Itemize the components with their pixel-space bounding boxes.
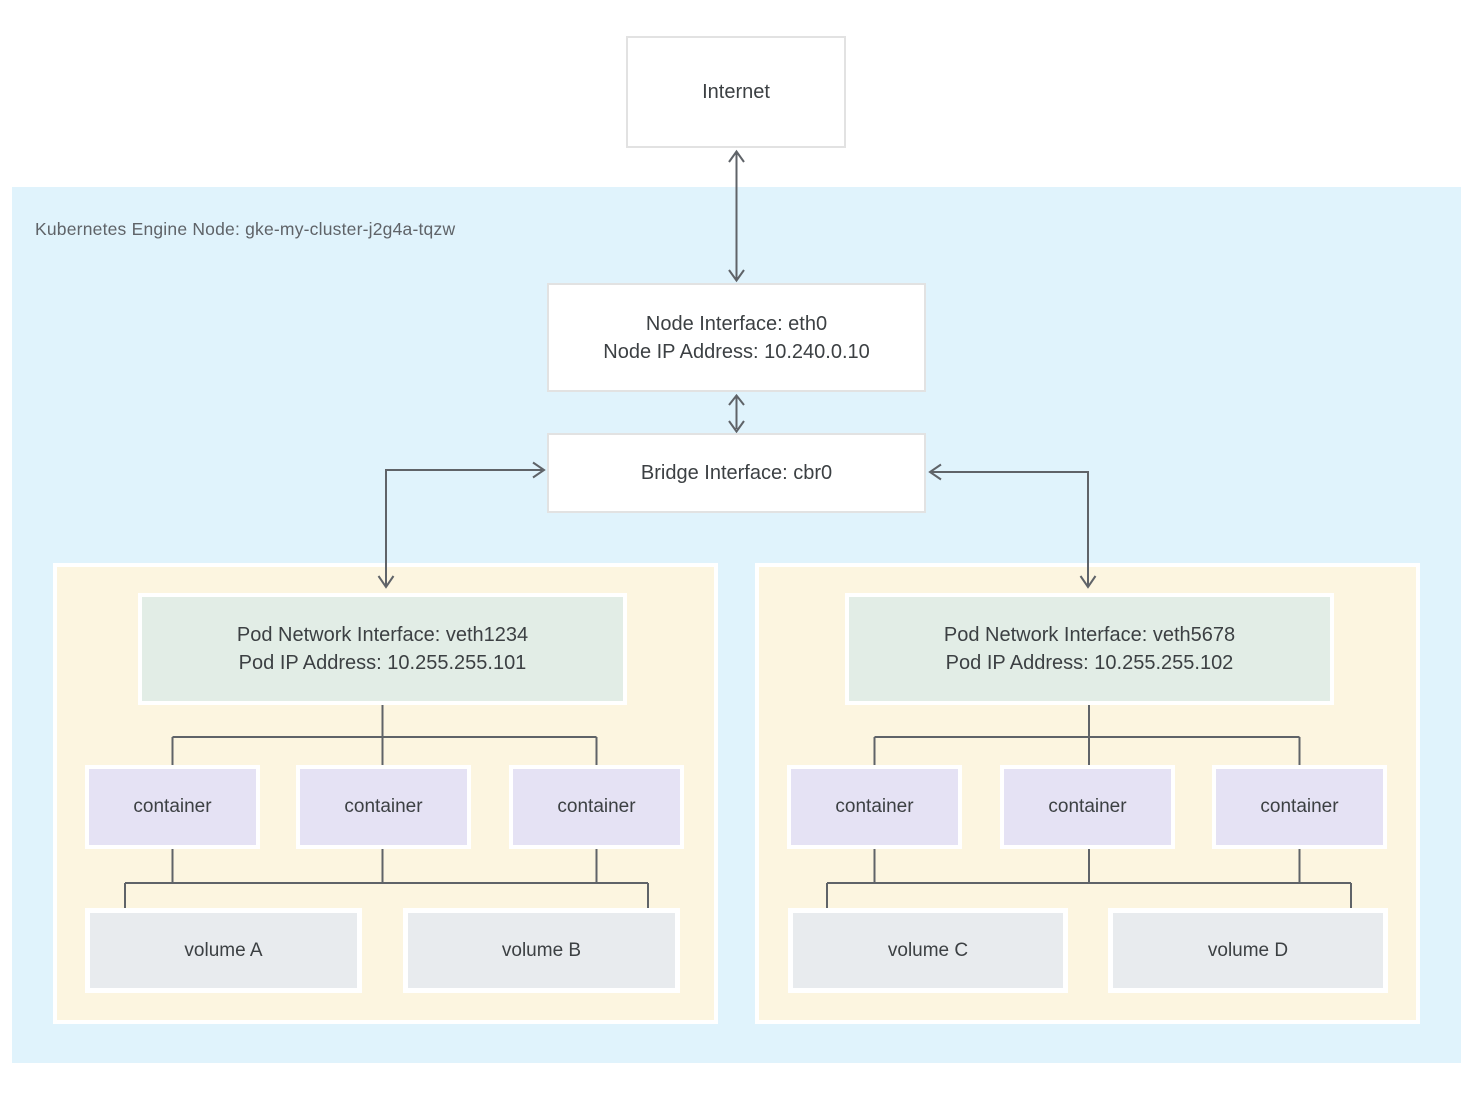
bridge-interface-box: Bridge Interface: cbr0 — [547, 433, 926, 513]
pod-1-container-2: container — [296, 765, 471, 849]
tree-pod-2-volumes — [826, 849, 1352, 908]
pod-1-container-3: container — [509, 765, 684, 849]
tree-pod-2-containers — [873, 705, 1301, 765]
pod-2-volume-d: volume D — [1108, 908, 1388, 993]
node-interface-name: Node Interface: eth0 — [645, 312, 828, 335]
internet-label: Internet — [702, 81, 770, 103]
connector-line — [932, 471, 1089, 586]
container-label: container — [1048, 796, 1127, 817]
pod-1-volume-a: volume A — [85, 908, 362, 993]
pod-1-ip-address: Pod IP Address: 10.255.255.101 — [238, 652, 527, 674]
pod-1-interface-name: Pod Network Interface: veth1234 — [236, 624, 529, 646]
arrowhead-left-icon — [928, 463, 942, 481]
connector-line — [385, 469, 542, 586]
connector-line — [826, 849, 1352, 908]
volume-label: volume D — [1207, 939, 1289, 961]
bridge-interface-label: Bridge Interface: cbr0 — [640, 462, 833, 484]
connector-line — [171, 705, 598, 765]
arrow-node-bridge — [728, 393, 745, 434]
pod-1-volume-b: volume B — [403, 908, 680, 993]
internet-box: Internet — [626, 36, 846, 148]
kubernetes-node-label: Kubernetes Engine Node: gke-my-cluster-j… — [35, 219, 456, 239]
node-ip-address: Node IP Address: 10.240.0.10 — [603, 340, 870, 363]
pod-2-container-2: container — [1000, 765, 1175, 849]
node-interface-box: Node Interface: eth0 Node IP Address: 10… — [547, 283, 926, 392]
pod-2-container-3: container — [1212, 765, 1387, 849]
container-label: container — [344, 796, 423, 817]
arrowhead-down-icon — [728, 269, 745, 283]
volume-label: volume C — [887, 939, 969, 961]
container-label: container — [133, 796, 212, 817]
pod-2-interface-name: Pod Network Interface: veth5678 — [943, 624, 1236, 646]
arrow-bridge-pod-2 — [928, 463, 1097, 589]
pod-2-network-interface-box: Pod Network Interface: veth5678 Pod IP A… — [845, 593, 1334, 705]
connector-line — [124, 849, 649, 908]
pod-1-network-interface-box: Pod Network Interface: veth1234 Pod IP A… — [138, 593, 627, 705]
arrow-internet-node — [728, 149, 745, 283]
pod-2-ip-address: Pod IP Address: 10.255.255.102 — [945, 652, 1234, 674]
connector-line — [873, 705, 1301, 765]
container-label: container — [557, 796, 636, 817]
container-label: container — [835, 796, 914, 817]
volume-label: volume B — [501, 939, 582, 961]
arrow-bridge-pod-1 — [377, 461, 546, 589]
arrowhead-down-icon — [1079, 575, 1097, 589]
arrowhead-up-icon — [728, 393, 745, 406]
pod-2-container-1: container — [787, 765, 962, 849]
arrowhead-right-icon — [532, 461, 546, 479]
arrowhead-down-icon — [377, 575, 395, 589]
tree-pod-1-volumes — [124, 849, 649, 908]
tree-pod-1-containers — [171, 705, 598, 765]
arrowhead-up-icon — [728, 149, 745, 163]
volume-label: volume A — [184, 939, 263, 961]
arrowhead-down-icon — [728, 420, 745, 434]
container-label: container — [1260, 796, 1339, 817]
pod-2-volume-c: volume C — [788, 908, 1068, 993]
pod-1-container-1: container — [85, 765, 260, 849]
